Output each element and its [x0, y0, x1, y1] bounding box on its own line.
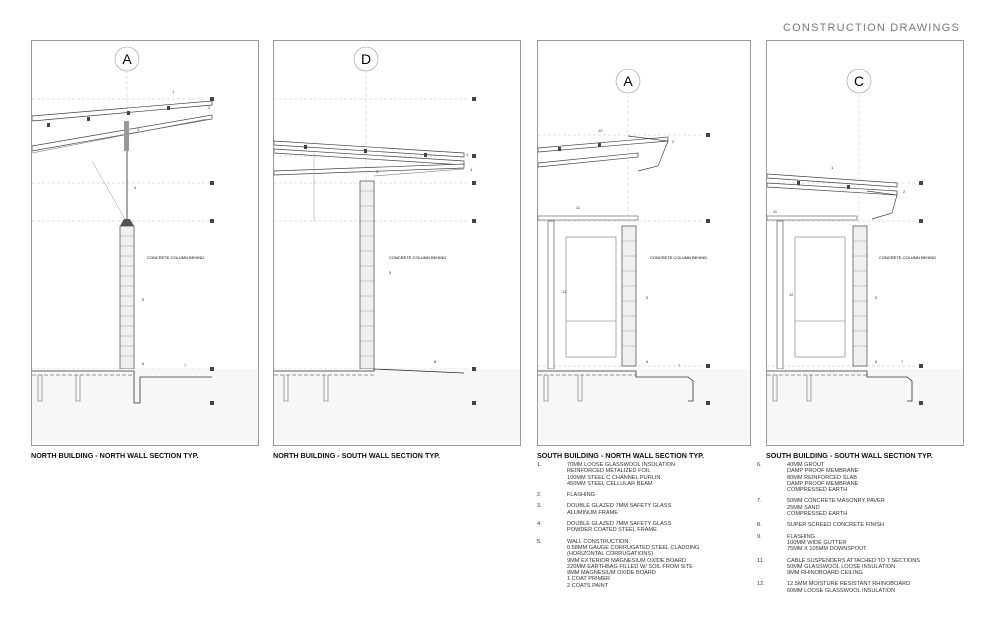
callout-12: 12: [789, 292, 794, 297]
grid-label: C: [854, 73, 864, 89]
note-text: FLASHING: [567, 492, 595, 499]
note-text: CABLE SUSPENDERS ATTACHED TO T SECTIONS …: [787, 557, 921, 577]
north-building-north-wall-section: A CONCRETE COLUMN BEHIND 1 2 3 4 5 6 7: [31, 40, 259, 446]
callout-6: 6: [875, 359, 878, 364]
note-number: 9.: [757, 533, 762, 540]
note-text: 50MM CONCRETE MASONRY PAVER 25MM SAND CO…: [787, 498, 885, 518]
callout-6: 6: [646, 359, 649, 364]
note-item: 11. CABLE SUSPENDERS ATTACHED TO T SECTIO…: [757, 558, 967, 577]
callout-11: 11: [576, 205, 581, 210]
notes-column-left: 1. 70MM LOOSE GLASSWOOL INSULATION REINFO…: [537, 462, 747, 594]
callout-7: 7: [184, 363, 187, 368]
callout-5: 5: [646, 295, 649, 300]
note-number: 6.: [757, 462, 762, 468]
grid-bubble: [615, 68, 641, 94]
note-text: DOUBLE GLAZED 7MM SAFETY GLASS ALUMINUM …: [567, 503, 672, 516]
callout-8: 8: [434, 359, 437, 364]
grid-label: A: [122, 51, 132, 67]
callout-2: 2: [903, 189, 906, 194]
callout-5: 5: [142, 297, 145, 302]
note-number: 5.: [537, 538, 542, 545]
note-item: 4. DOUBLE GLAZED 7MM SAFETY GLASS POWDER …: [537, 521, 747, 534]
note-item: 6. 40MM GROUT DAMP PROOF MEMBRANE 80MM RE…: [757, 462, 967, 493]
drawing-set-title: CONSTRUCTION DRAWINGS: [783, 22, 960, 34]
note-text: SUPER SCREED CONCRETE FINISH: [787, 522, 884, 529]
section-drawing-1: A CONCRETE COLUMN BEHIND 1 2 3 4 5 6 7: [32, 46, 258, 441]
callout-2: 2: [672, 139, 675, 144]
note-number: 8.: [757, 522, 762, 529]
note-text: FLASHING 100MM WIDE GUTTER 75MM x 105MM …: [787, 533, 867, 553]
notes-column-right: 6. 40MM GROUT DAMP PROOF MEMBRANE 80MM RE…: [757, 462, 967, 599]
callout-1: 1: [831, 165, 834, 170]
panel-title-1: NORTH BUILDING - NORTH WALL SECTION TYP.: [31, 451, 199, 460]
callout-3: 3: [376, 169, 379, 174]
column-note: CONCRETE COLUMN BEHIND: [879, 255, 936, 260]
column-note: CONCRETE COLUMN BEHIND: [389, 255, 446, 260]
note-number: 4.: [537, 521, 542, 528]
panel-title-2: NORTH BUILDING - SOUTH WALL SECTION TYP.: [273, 451, 441, 460]
callout-5: 5: [389, 270, 392, 275]
south-building-north-wall-section: A CONCRETE COLUMN BEHIND 10 2 11 12 5 6 7: [537, 40, 751, 446]
callout-6: 6: [142, 361, 145, 366]
section-drawing-2: D CONCRETE COLUMN BEHIND 1 3 4 5 8: [274, 46, 520, 441]
callout-4: 4: [470, 167, 473, 172]
callout-1: 1: [466, 152, 469, 157]
grid-bubble: [353, 46, 379, 72]
note-item: 5. WALL CONSTRUCTION 0.58MM GAUGE CORRUGA…: [537, 539, 747, 589]
column-note: CONCRETE COLUMN BEHIND: [650, 255, 707, 260]
callout-4: 4: [134, 185, 137, 190]
callout-7: 7: [678, 363, 681, 368]
grid-bubble: [114, 46, 140, 72]
callout-5: 5: [875, 295, 878, 300]
note-text: 12.5MM MOISTURE RESISTANT RHINOBOARD 60M…: [787, 581, 911, 594]
note-text: 70MM LOOSE GLASSWOOL INSULATION REINFORC…: [567, 462, 676, 487]
note-number: 1.: [537, 462, 542, 468]
grid-label: A: [623, 73, 633, 89]
note-item: 3. DOUBLE GLAZED 7MM SAFETY GLASS ALUMINU…: [537, 503, 747, 516]
note-text: WALL CONSTRUCTION 0.58MM GAUGE CORRUGATE…: [567, 538, 700, 589]
note-number: 2.: [537, 492, 542, 499]
grid-bubble: [846, 68, 872, 94]
note-item: 12. 12.5MM MOISTURE RESISTANT RHINOBOARD …: [757, 581, 967, 594]
north-building-south-wall-section: D CONCRETE COLUMN BEHIND 1 3 4 5 8: [273, 40, 521, 446]
callout-11: 11: [773, 209, 778, 214]
panel-title-4: SOUTH BUILDING - SOUTH WALL SECTION TYP.: [766, 451, 933, 460]
panel-title-3: SOUTH BUILDING - NORTH WALL SECTION TYP.: [537, 451, 705, 460]
callout-10: 10: [598, 128, 603, 133]
callout-7: 7: [901, 359, 904, 364]
note-item: 9. FLASHING 100MM WIDE GUTTER 75MM x 105M…: [757, 534, 967, 553]
note-item: 1. 70MM LOOSE GLASSWOOL INSULATION REINFO…: [537, 462, 747, 487]
callout-3: 3: [137, 127, 140, 132]
note-item: 7. 50MM CONCRETE MASONRY PAVER 25MM SAND …: [757, 498, 967, 517]
note-number: 11.: [757, 557, 765, 564]
note-item: 2. FLASHING: [537, 492, 747, 498]
note-number: 12.: [757, 581, 765, 588]
grid-label: D: [361, 51, 371, 67]
callout-2: 2: [208, 105, 211, 110]
section-drawing-3: A CONCRETE COLUMN BEHIND 10 2 11 12 5 6 7: [538, 68, 750, 441]
note-number: 3.: [537, 503, 542, 510]
note-text: 40MM GROUT DAMP PROOF MEMBRANE 80MM REIN…: [787, 462, 859, 494]
column-note: CONCRETE COLUMN BEHIND: [147, 255, 204, 260]
note-item: 8. SUPER SCREED CONCRETE FINISH: [757, 522, 967, 528]
note-number: 7.: [757, 498, 762, 505]
note-text: DOUBLE GLAZED 7MM SAFETY GLASS POWDER CO…: [567, 521, 672, 534]
callout-1: 1: [172, 89, 175, 94]
callout-12: 12: [562, 289, 567, 294]
